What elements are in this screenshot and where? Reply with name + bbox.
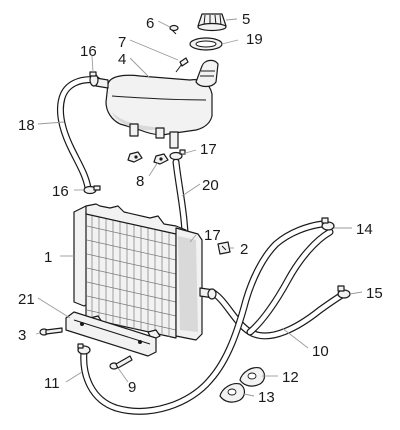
callout-c21: 21 [18,291,35,308]
screw-3 [39,327,63,336]
nut-8 [127,151,169,165]
callout-c7: 7 [118,34,126,51]
mounting-bracket [65,311,157,357]
leader-lines [35,18,363,397]
callout-c16b: 16 [52,183,69,200]
callout-c16a: 16 [80,43,97,60]
callout-c15: 15 [366,285,383,302]
clamp-16-upper [89,71,99,87]
callout-c12: 12 [282,369,299,386]
callout-c5: 5 [242,11,250,28]
radiator-fins [86,213,177,337]
cap-12 [239,367,266,387]
radiator [73,203,217,341]
clamp-17-upper [169,149,186,161]
hose-11 [80,220,326,415]
callout-c3: 3 [18,327,26,344]
callout-c8: 8 [136,173,144,190]
hose-10 [208,288,348,340]
expansion-tank [95,59,219,149]
callout-c17b: 17 [204,227,221,244]
callout-c19: 19 [246,31,263,48]
callout-c11: 11 [44,375,60,392]
callout-c17a: 17 [200,141,217,158]
callout-c14: 14 [356,221,373,238]
seal-ring [189,37,223,51]
grommet-2 [217,241,231,255]
callout-c1: 1 [44,249,52,266]
callout-c18: 18 [18,117,35,134]
hose-18 [56,76,101,192]
callout-c4: 4 [118,51,126,68]
callout-c10: 10 [312,343,329,360]
callout-c6: 6 [146,15,154,32]
screw-7 [175,57,189,73]
cap-13 [219,383,246,403]
clamp-14 [321,217,335,231]
callout-c2: 2 [240,241,248,258]
screw-6 [169,24,179,35]
callout-c9a: 9 [128,379,136,396]
callout-c20: 20 [202,177,219,194]
clamp-16-lower [83,185,101,195]
hose-14-branch [246,228,334,336]
clamp-11 [77,343,91,355]
clamp-15 [337,285,351,299]
callout-c13: 13 [258,389,275,406]
screw-9 [109,355,133,370]
filler-cap [197,13,227,32]
